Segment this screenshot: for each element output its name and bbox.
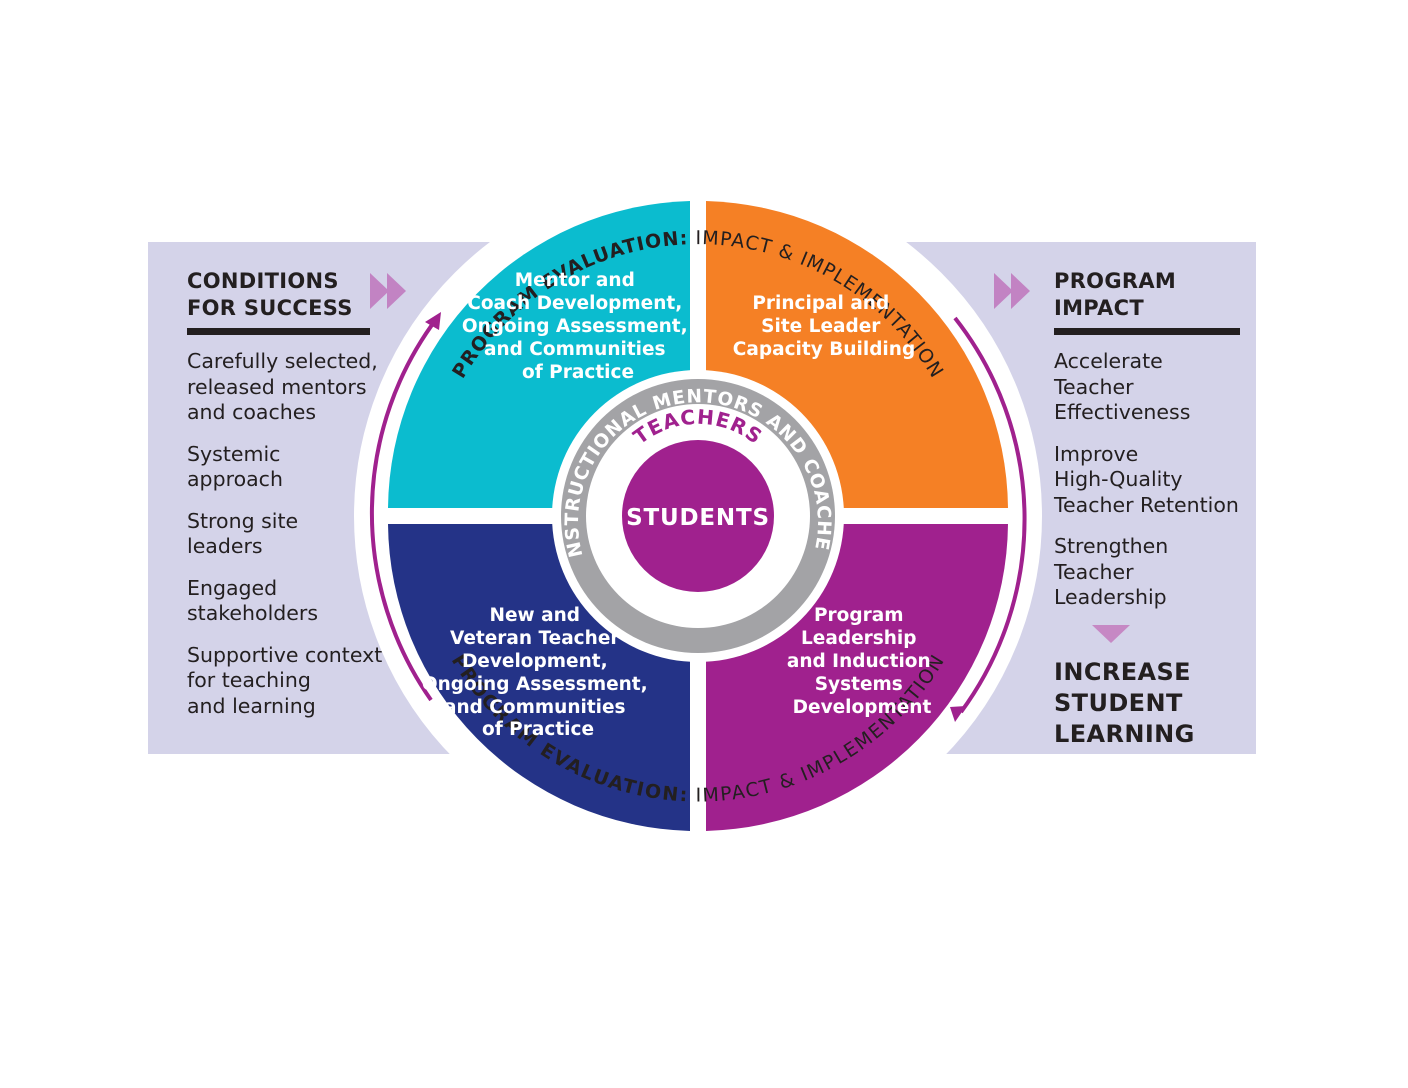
- conditions-rule: [187, 328, 370, 335]
- quadrant-label-top-right: Principal and Site Leader Capacity Build…: [733, 293, 915, 360]
- chevron-right-icon: [1011, 273, 1030, 309]
- impact-list: Accelerate Teacher Effectiveness Improve…: [1054, 349, 1254, 611]
- students-circle: [622, 440, 774, 592]
- impact-column: PROGRAM IMPACT Accelerate Teacher Effect…: [1054, 268, 1254, 750]
- conditions-item: Engaged stakeholders: [187, 575, 318, 626]
- cycle-arc-left: [369, 316, 439, 702]
- impact-outcome: INCREASE STUDENT LEARNING: [1054, 657, 1195, 748]
- conditions-item: Supportive context for teaching and lear…: [187, 642, 383, 718]
- arrowhead-icon: [950, 706, 966, 722]
- impact-item: Accelerate Teacher Effectiveness: [1054, 349, 1191, 424]
- chevron-right-icon: [370, 273, 389, 309]
- students-label: STUDENTS: [626, 505, 770, 531]
- impact-heading: PROGRAM IMPACT: [1054, 269, 1177, 320]
- quadrant-label-bottom-left: New and Veteran Teacher Development, Ong…: [422, 605, 654, 740]
- quadrant-label-bottom-right: Program Leadership and Induction Systems…: [787, 605, 937, 718]
- impact-item: Improve High-Quality Teacher Retention: [1054, 441, 1239, 517]
- conditions-item: Strong site leaders: [187, 508, 299, 559]
- cycle-arc-right: [953, 316, 1027, 714]
- wheel-edge: [354, 172, 1042, 860]
- arrow-down-icon: [1092, 624, 1130, 643]
- chevron-right-icon: [994, 273, 1013, 309]
- impact-item: Strengthen Teacher Leadership: [1054, 534, 1169, 609]
- conditions-column: CONDITIONS FOR SUCCESS Carefully selecte…: [187, 268, 387, 735]
- conditions-heading: CONDITIONS FOR SUCCESS: [187, 269, 353, 320]
- arrowhead-icon: [425, 312, 441, 330]
- conditions-item: Carefully selected, released mentors and…: [187, 349, 378, 424]
- conditions-item: Systemic approach: [187, 441, 283, 492]
- chevron-right-icon: [387, 273, 406, 309]
- conditions-list: Carefully selected, released mentors and…: [187, 349, 387, 719]
- quadrant-label-top-left: Mentor and Coach Development, Ongoing As…: [462, 270, 694, 383]
- impact-rule: [1054, 328, 1240, 335]
